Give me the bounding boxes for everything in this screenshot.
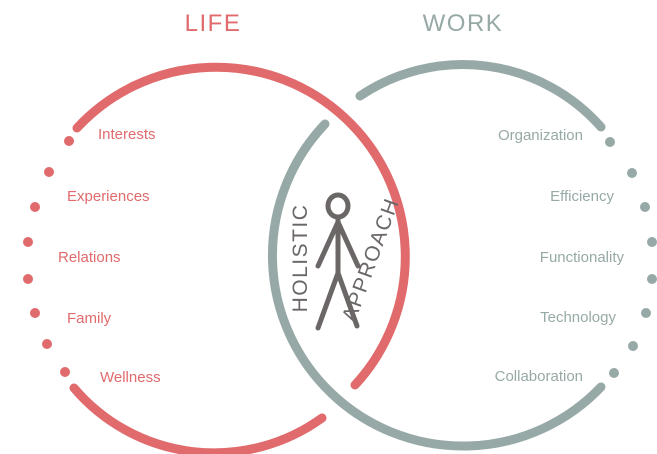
person-stick-figure-icon xyxy=(315,192,361,331)
life-item-family: Family xyxy=(67,310,112,327)
life-dot xyxy=(64,136,74,146)
life-dot xyxy=(23,274,33,284)
work-dot xyxy=(647,237,657,247)
figure-right-arm xyxy=(335,219,361,269)
work-dot xyxy=(628,341,638,351)
work-circle-top-arc xyxy=(355,60,606,132)
work-dot xyxy=(641,308,651,318)
life-dot xyxy=(60,367,70,377)
work-title: WORK xyxy=(423,10,504,37)
life-item-relations: Relations xyxy=(58,249,121,266)
life-dots xyxy=(23,136,74,377)
work-dot xyxy=(605,137,615,147)
life-item-interests: Interests xyxy=(98,126,156,143)
life-circle-top-arc xyxy=(72,62,410,390)
work-dot xyxy=(627,168,637,178)
life-dot xyxy=(42,339,52,349)
work-items: Organization Efficiency Functionality Te… xyxy=(495,127,625,385)
figure-right-leg xyxy=(335,270,360,329)
figure-left-leg xyxy=(315,270,341,331)
life-title: LIFE xyxy=(185,10,242,37)
life-dot xyxy=(30,308,40,318)
life-dot xyxy=(44,167,54,177)
life-circle-bottom-arc xyxy=(69,383,327,454)
work-dots xyxy=(605,137,657,378)
work-dot xyxy=(609,368,619,378)
figure-head xyxy=(325,192,351,220)
work-circle-left-arc xyxy=(267,119,606,451)
figure-left-arm xyxy=(315,219,341,269)
work-dot xyxy=(640,202,650,212)
life-dot xyxy=(23,237,33,247)
work-dot xyxy=(647,274,657,284)
work-item-organization: Organization xyxy=(498,127,583,144)
life-dot xyxy=(30,202,40,212)
work-item-efficiency: Efficiency xyxy=(550,188,614,205)
work-item-functionality: Functionality xyxy=(540,249,625,266)
center-word-holistic: HOLISTIC xyxy=(289,204,312,313)
life-item-experiences: Experiences xyxy=(67,188,150,205)
work-item-collaboration: Collaboration xyxy=(495,368,583,385)
work-item-technology: Technology xyxy=(540,309,616,326)
life-item-wellness: Wellness xyxy=(100,369,161,386)
life-items: Interests Experiences Relations Family W… xyxy=(58,126,161,386)
